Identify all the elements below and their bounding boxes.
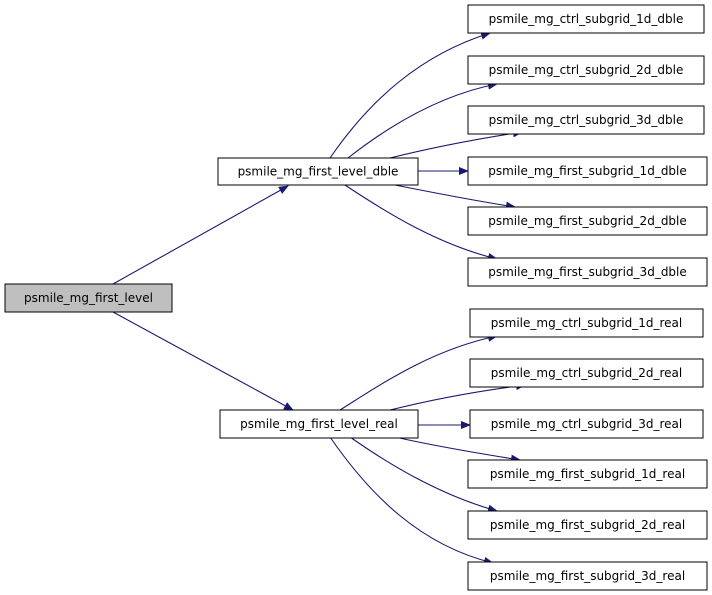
node-real[interactable]: psmile_mg_first_level_real [219,409,419,439]
node-dble-label: psmile_mg_first_level_dble [238,165,399,179]
node-root-box [4,283,173,313]
node-first-2d-dble-box [467,206,708,236]
node-first-1d-dble[interactable]: psmile_mg_first_subgrid_1d_dble [467,156,708,186]
node-first-3d-real[interactable]: psmile_mg_first_subgrid_3d_real [467,561,708,591]
node-ctrl-1d-dble-label: psmile_mg_ctrl_subgrid_1d_dble [489,12,684,26]
node-real-label: psmile_mg_first_level_real [240,417,398,431]
edge-real-to-ctrl-1d-real [339,333,498,411]
node-ctrl-2d-dble-box [467,55,705,85]
node-real-box [219,409,419,439]
node-ctrl-2d-real-label: psmile_mg_ctrl_subgrid_2d_real [491,366,682,380]
node-first-1d-dble-label: psmile_mg_first_subgrid_1d_dble [488,164,687,178]
edge-real-to-first-3d-real [329,436,494,565]
node-ctrl-1d-dble[interactable]: psmile_mg_ctrl_subgrid_1d_dble [467,4,705,34]
node-ctrl-3d-real-box [469,409,704,439]
node-first-3d-real-box [467,561,708,591]
node-ctrl-2d-dble[interactable]: psmile_mg_ctrl_subgrid_2d_dble [467,55,705,85]
edge-real-to-first-1d-real [394,436,521,463]
node-first-2d-real-label: psmile_mg_first_subgrid_2d_real [490,518,685,532]
node-ctrl-1d-real-label: psmile_mg_ctrl_subgrid_1d_real [491,316,682,330]
node-ctrl-2d-real[interactable]: psmile_mg_ctrl_subgrid_2d_real [469,358,704,388]
node-first-2d-real[interactable]: psmile_mg_first_subgrid_2d_real [467,510,708,540]
node-first-1d-dble-box [467,156,708,186]
node-root-label: psmile_mg_first_level [24,291,153,305]
edge-dble-to-ctrl-2d-dble [347,81,498,159]
node-first-3d-real-label: psmile_mg_first_subgrid_3d_real [490,569,685,583]
node-ctrl-1d-real[interactable]: psmile_mg_ctrl_subgrid_1d_real [469,308,704,338]
edge-dble-to-first-2d-dble [394,184,516,210]
node-root[interactable]: psmile_mg_first_level [4,283,173,313]
node-first-1d-real-box [467,459,708,489]
edge-dble-to-ctrl-1d-dble [329,31,491,159]
node-ctrl-2d-real-box [469,358,704,388]
node-ctrl-3d-dble-label: psmile_mg_ctrl_subgrid_3d_dble [489,113,684,127]
node-first-2d-dble-label: psmile_mg_first_subgrid_2d_dble [488,214,687,228]
edge-dble-to-first-3d-dble [344,184,498,261]
node-first-1d-real[interactable]: psmile_mg_first_subgrid_1d_real [467,459,708,489]
edge-root-to-real [112,311,294,411]
node-first-3d-dble-box [467,257,708,287]
node-first-2d-real-box [467,510,708,540]
node-ctrl-1d-real-box [469,308,704,338]
edge-real-to-first-2d-real [349,436,498,513]
node-first-3d-dble-label: psmile_mg_first_subgrid_3d_dble [488,265,687,279]
node-ctrl-3d-real[interactable]: psmile_mg_ctrl_subgrid_3d_real [469,409,704,439]
node-dble[interactable]: psmile_mg_first_level_dble [217,157,419,186]
node-ctrl-1d-dble-box [467,4,705,34]
node-ctrl-2d-dble-label: psmile_mg_ctrl_subgrid_2d_dble [489,63,684,77]
edge-real-to-ctrl-2d-real [389,382,526,411]
node-dble-box [217,157,419,186]
node-ctrl-3d-real-label: psmile_mg_ctrl_subgrid_3d_real [491,417,682,431]
edge-dble-to-ctrl-3d-dble [389,129,523,159]
node-first-2d-dble[interactable]: psmile_mg_first_subgrid_2d_dble [467,206,708,236]
node-first-3d-dble[interactable]: psmile_mg_first_subgrid_3d_dble [467,257,708,287]
node-first-1d-real-label: psmile_mg_first_subgrid_1d_real [490,467,685,481]
edges [112,31,526,565]
edge-root-to-dble [112,185,289,285]
node-ctrl-3d-dble-box [467,105,705,135]
node-ctrl-3d-dble[interactable]: psmile_mg_ctrl_subgrid_3d_dble [467,105,705,135]
nodes: psmile_mg_first_level psmile_mg_first_le… [4,4,708,591]
